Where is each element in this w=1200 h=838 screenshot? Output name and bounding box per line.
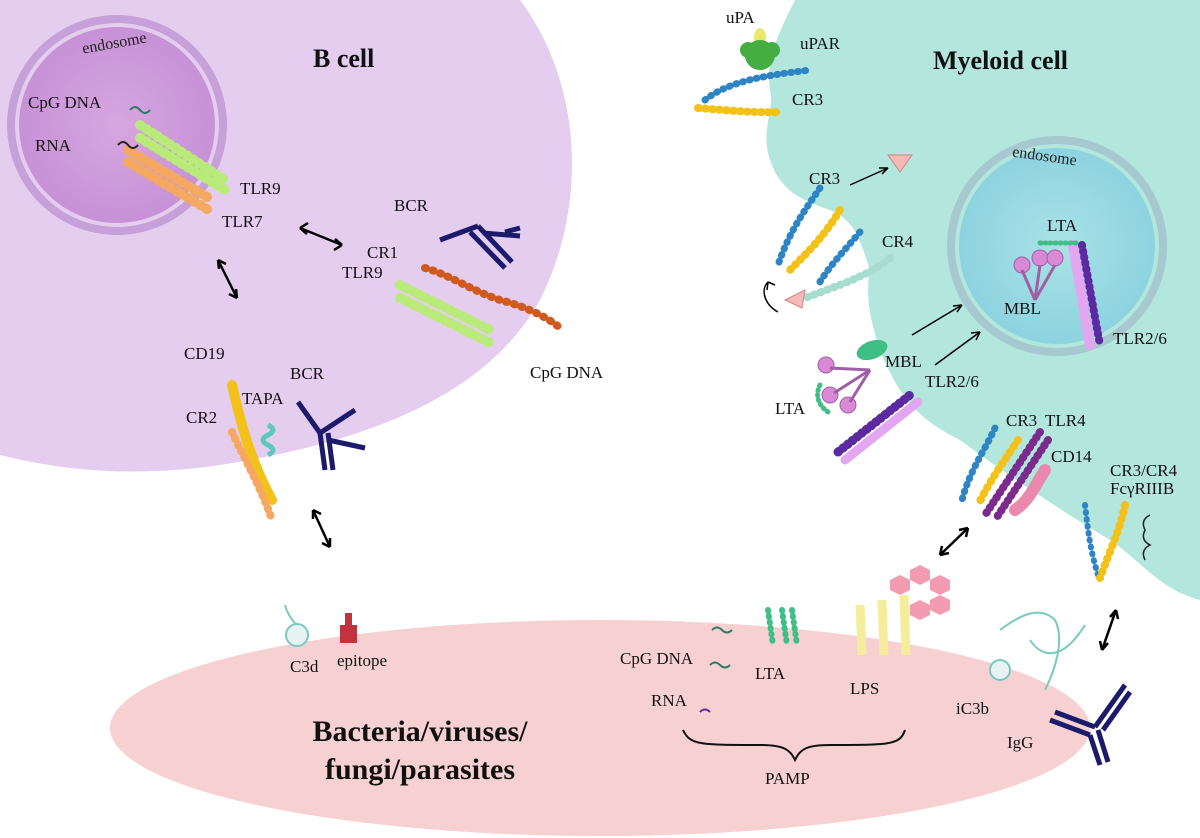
b-tapa-label: TAPA — [242, 389, 284, 408]
tlr26-surface-purple — [833, 390, 915, 457]
fcgr-receptor — [1142, 514, 1152, 561]
p-lps-label: LPS — [850, 679, 880, 698]
cpg-dna-strand — [129, 106, 151, 114]
m-lta-endo-label: LTA — [1047, 216, 1078, 235]
cr4-blue — [814, 228, 864, 289]
tlr26-endo-purple — [1078, 241, 1104, 349]
ligand-triangle-top — [887, 154, 913, 173]
p-pamp-label: PAMP — [765, 769, 810, 788]
bcr-receptor — [295, 400, 366, 471]
b-cpg-dna-label: CpG DNA — [28, 93, 102, 112]
m-cr3-top-label: CR3 — [792, 90, 824, 109]
tlr9-surface-receptor — [395, 280, 495, 348]
tapa-receptor — [260, 422, 276, 458]
b-cell-title: B cell — [313, 44, 375, 73]
tlr9-endosomal-receptor — [135, 120, 230, 195]
arrow-cr3cr4-pathogen — [1098, 609, 1120, 651]
pathogen-title: Bacteria/viruses/ fungi/parasites — [300, 713, 540, 788]
m-cr3-mid-label: CR3 — [809, 169, 841, 188]
lta-surface — [815, 382, 831, 415]
mbl-receptor-surface — [856, 339, 888, 361]
cr3cr4-blue — [1082, 502, 1101, 578]
p-c3d-label: C3d — [290, 657, 319, 676]
m-tlr26-endo-label: TLR2/6 — [1113, 329, 1167, 348]
mbl-endo — [1013, 249, 1064, 301]
m-upa-label: uPA — [726, 8, 755, 27]
cr2-receptor — [228, 428, 276, 524]
p-cpg-dna-label: CpG DNA — [620, 649, 694, 668]
b-rna-label: RNA — [35, 136, 71, 155]
pamp-brace — [682, 729, 906, 763]
igg-antibody — [1049, 683, 1133, 766]
myeloid-cell-title: Myeloid cell — [933, 46, 1069, 75]
cr3cr4-yellow — [1096, 501, 1129, 582]
tlr4-receptor — [981, 428, 1044, 519]
arrow-tlr7-cr1 — [299, 221, 343, 252]
cd19-receptor — [227, 380, 277, 505]
cr3-top-yellow — [694, 104, 784, 117]
b-tlr9-endo-label: TLR9 — [240, 179, 281, 198]
m-mbl-label: MBL — [885, 352, 922, 371]
m-cr4-label: CR4 — [882, 232, 914, 251]
pathogen-title-line2: fungi/parasites — [324, 752, 516, 786]
p-ic3b-label: iC3b — [956, 699, 990, 718]
m-lta-label: LTA — [775, 399, 806, 418]
cr3-top-blue — [701, 66, 814, 104]
p-lta-label: LTA — [755, 664, 786, 683]
cd14-receptor — [1009, 464, 1051, 516]
ligand-triangle-bottom — [783, 289, 806, 309]
m-cr3-low-label: CR3 — [1006, 411, 1038, 430]
b-bcr-label: BCR — [290, 364, 325, 383]
epitope-molecule — [340, 625, 357, 643]
arrow-cr2-pathogen — [311, 508, 332, 549]
ic3b-pathogen — [989, 611, 1086, 691]
m-fcgr-label: FcγRIIIB — [1110, 479, 1175, 498]
c3d-molecule — [284, 604, 309, 647]
cr4-faded — [801, 254, 894, 302]
b-endosome — [7, 15, 227, 235]
cr1-receptor — [421, 264, 564, 332]
p-epitope-label: epitope — [337, 651, 388, 670]
arrow-tlr7-cd19 — [216, 258, 239, 300]
b-tlr7-label: TLR7 — [222, 212, 263, 231]
arrows-to-endosome — [911, 304, 981, 366]
cr3-mid-blue — [774, 184, 824, 269]
m-tlr4-label: TLR4 — [1045, 411, 1086, 430]
m-upar-label: uPAR — [800, 34, 841, 53]
myeloid-endosome — [947, 136, 1167, 356]
arrow-cr3-ligand — [849, 167, 889, 186]
b-cpg-dna-out-label: CpG DNA — [530, 363, 604, 382]
b-cr2-label: CR2 — [186, 408, 218, 427]
curved-arrow — [763, 281, 779, 313]
tlr26-endo-pink — [1068, 240, 1095, 350]
p-rna-label: RNA — [651, 691, 687, 710]
cr3-low-blue — [958, 424, 999, 504]
m-tlr26-label: TLR2/6 — [925, 372, 979, 391]
lps-pathogen — [855, 565, 950, 656]
m-cr3cr4-label: CR3/CR4 — [1110, 461, 1178, 480]
b-cr1-label: CR1 — [367, 243, 399, 262]
tlr26-surface-pink — [840, 397, 923, 465]
mbl-surface — [817, 356, 872, 414]
cr3-low-yellow — [974, 436, 1022, 509]
bcr-top-receptor — [439, 223, 521, 270]
m-mbl-endo-label: MBL — [1004, 299, 1041, 318]
pathogen-membrane — [110, 620, 1090, 836]
rna-pathogen — [699, 708, 711, 713]
pathogen-title-line1: Bacteria/viruses/ — [312, 715, 528, 748]
b-bcr-top-label: BCR — [394, 196, 429, 215]
cpg-dna-pathogen — [711, 626, 733, 634]
cr3-mid-yellow — [786, 206, 844, 274]
lta-pathogen — [765, 607, 800, 648]
tlr7-endosomal-receptor — [123, 145, 217, 217]
arrow-cr3-pathogen — [938, 526, 970, 557]
rna-strand — [117, 141, 139, 149]
m-cd14-label: CD14 — [1051, 447, 1092, 466]
b-cd19-label: CD19 — [184, 344, 225, 363]
p-igg-label: IgG — [1007, 733, 1034, 752]
b-tlr9-label: TLR9 — [342, 263, 383, 282]
